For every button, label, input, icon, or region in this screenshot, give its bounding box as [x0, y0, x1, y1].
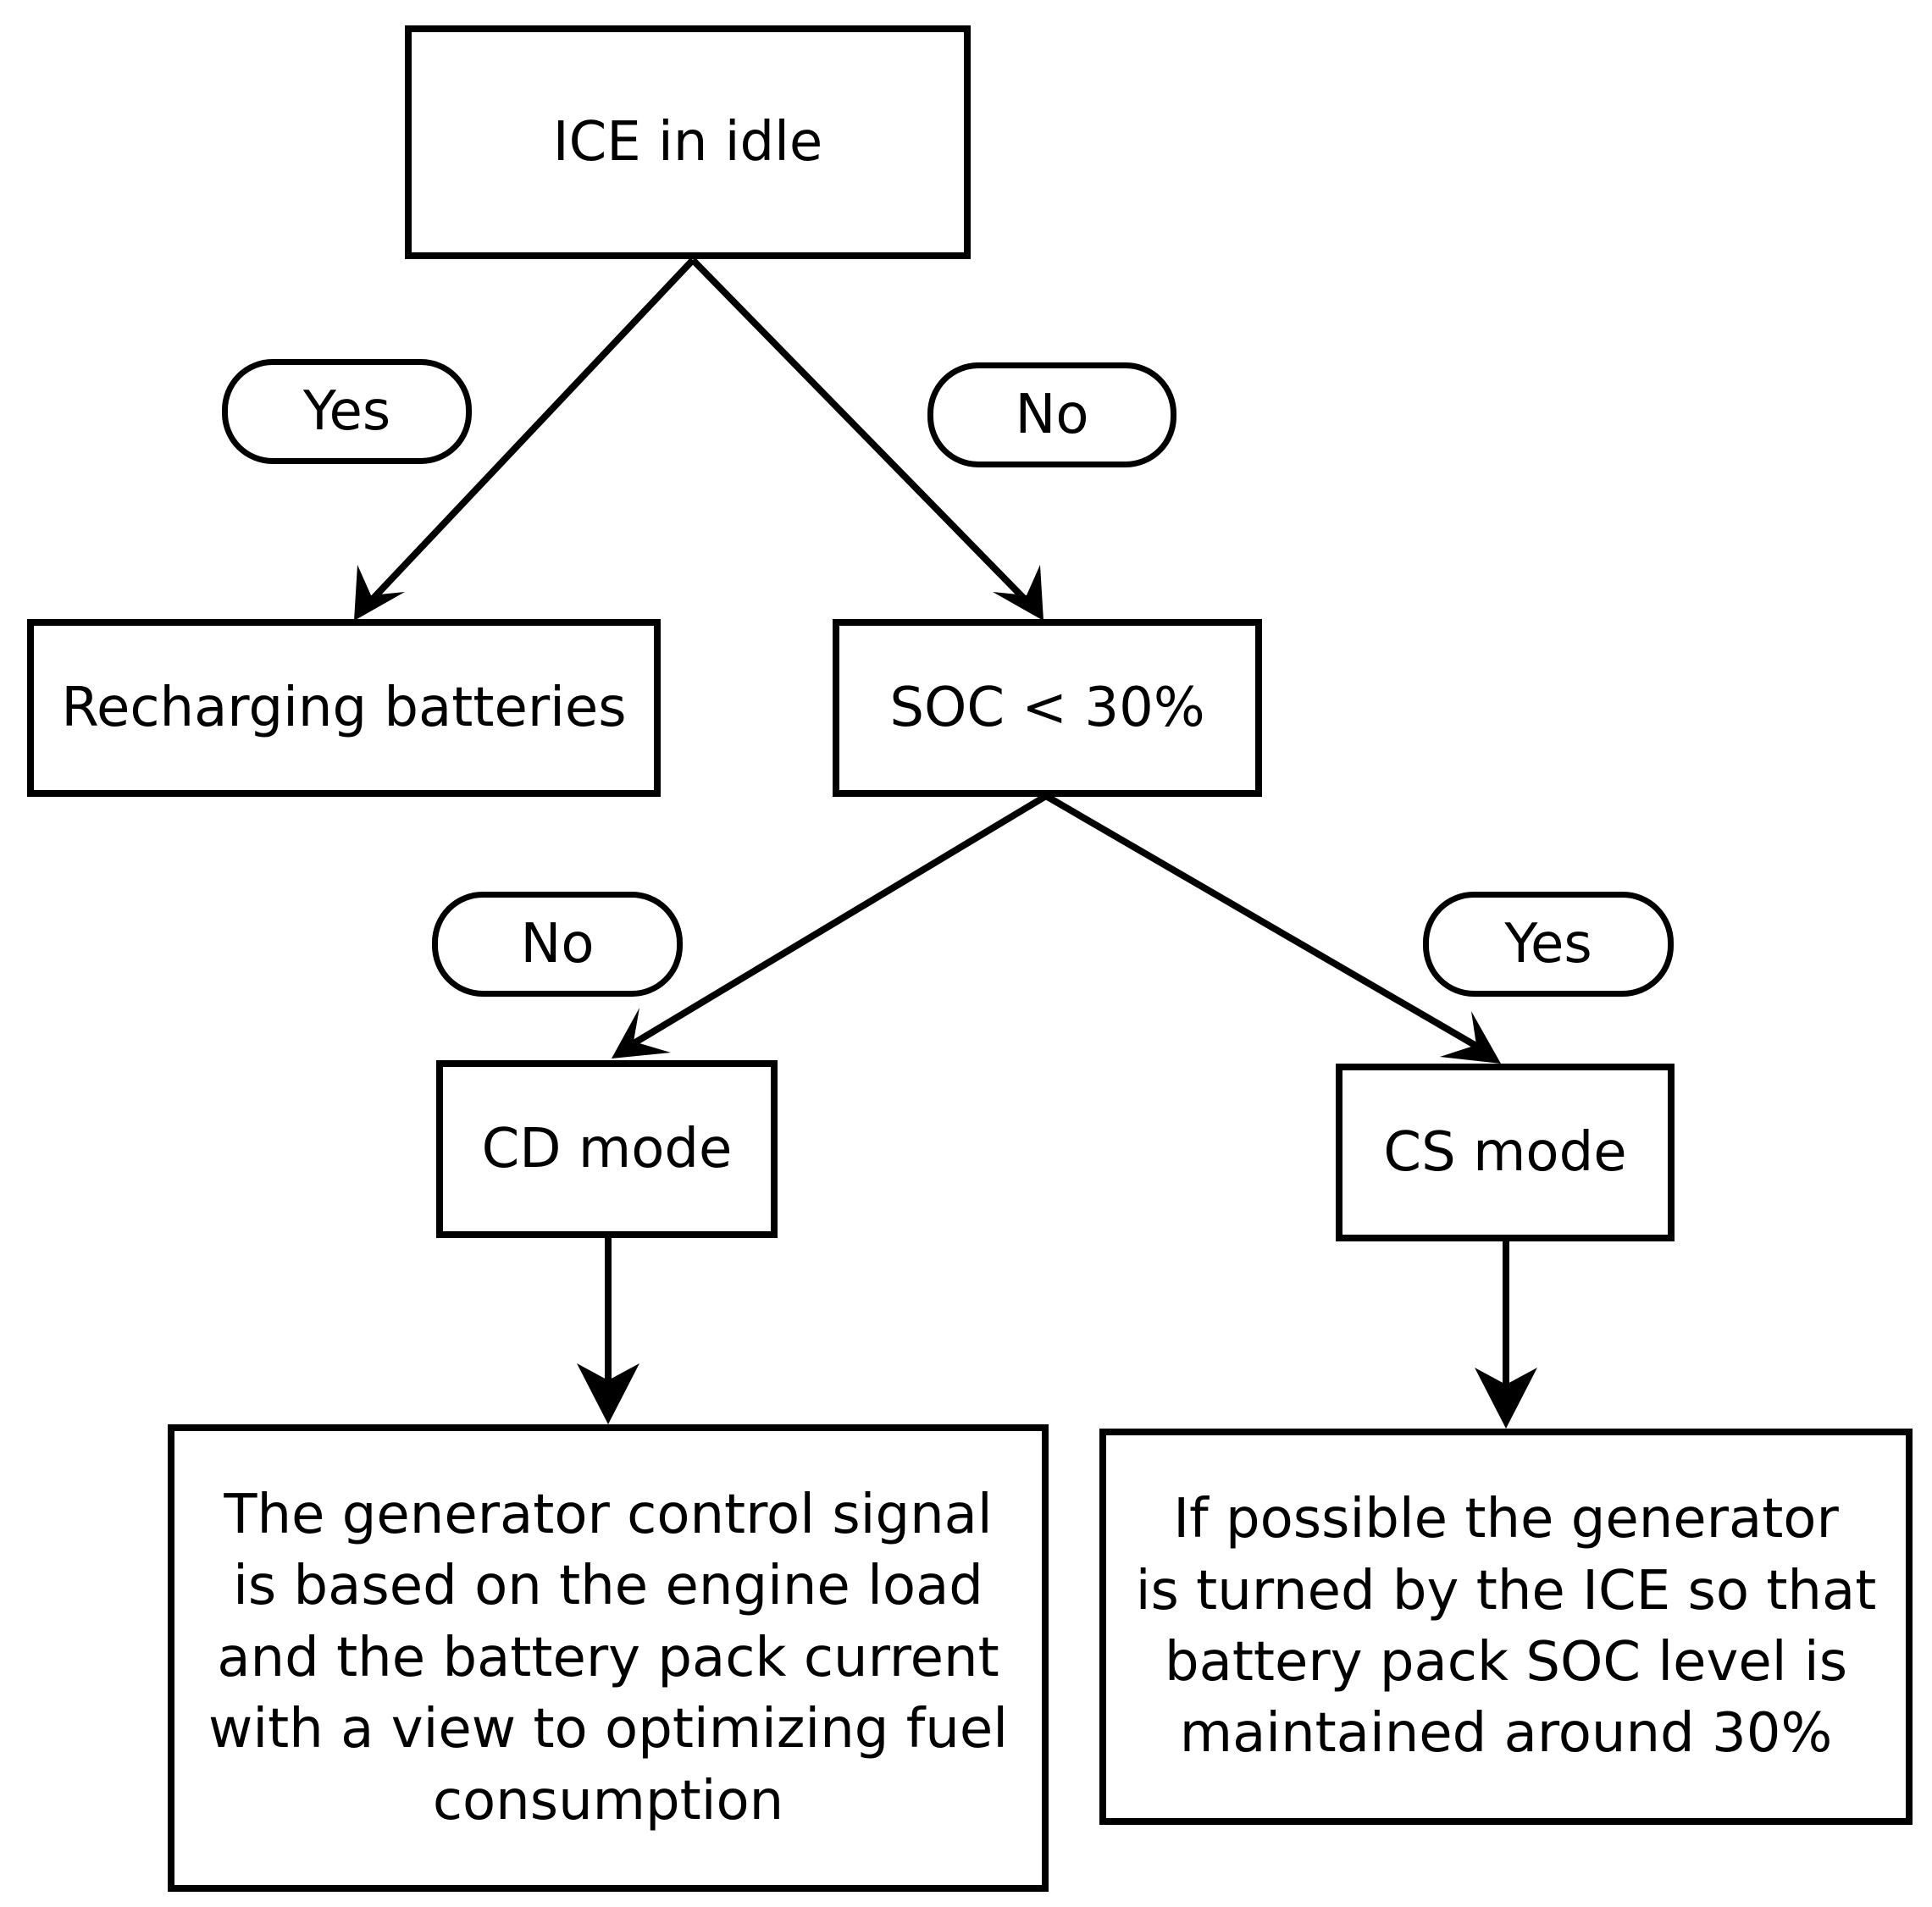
node-ice-in-idle-text: ICE in idle: [552, 110, 823, 174]
arrow-soc-to-cd: [620, 793, 1049, 1053]
edge-label-soc-no: No: [432, 892, 683, 997]
node-cs-mode-text: CS mode: [1383, 1120, 1627, 1184]
edge-label-soc-yes-text: Yes: [1504, 913, 1592, 976]
arrowhead-cd: [612, 1008, 671, 1059]
edge-label-soc-yes: Yes: [1423, 892, 1674, 997]
node-cd-description: The generator control signal is based on…: [168, 1424, 1049, 1892]
node-cs-mode: CS mode: [1336, 1064, 1675, 1241]
edge-label-idle-no-text: No: [1015, 384, 1089, 446]
node-ice-in-idle: ICE in idle: [405, 25, 971, 259]
edge-label-idle-no: No: [927, 362, 1176, 467]
arrowhead-cd-description: [577, 1363, 639, 1424]
arrowhead-soc: [993, 565, 1044, 621]
arrow-idle-to-soc: [690, 257, 1038, 612]
node-soc-check: SOC < 30%: [833, 619, 1262, 797]
node-cd-mode-text: CD mode: [481, 1117, 733, 1180]
node-cs-description: If possible the generator is turned by t…: [1099, 1429, 1913, 1825]
arrowhead-cs: [1440, 1011, 1501, 1064]
node-cd-description-text: The generator control signal is based on…: [208, 1483, 1008, 1832]
node-recharging-batteries-text: Recharging batteries: [61, 676, 627, 739]
node-cs-description-text: If possible the generator is turned by t…: [1135, 1488, 1877, 1766]
node-soc-check-text: SOC < 30%: [889, 676, 1205, 739]
arrowhead-recharging: [354, 565, 405, 621]
arrow-idle-to-recharging: [360, 257, 695, 612]
node-recharging-batteries: Recharging batteries: [27, 619, 661, 797]
arrow-soc-to-cs: [1044, 793, 1493, 1058]
edge-label-idle-yes: Yes: [222, 359, 472, 464]
edge-label-soc-no-text: No: [520, 913, 595, 976]
arrowhead-cs-description: [1475, 1368, 1537, 1429]
node-cd-mode: CD mode: [436, 1060, 778, 1238]
edge-label-idle-yes-text: Yes: [302, 380, 391, 443]
